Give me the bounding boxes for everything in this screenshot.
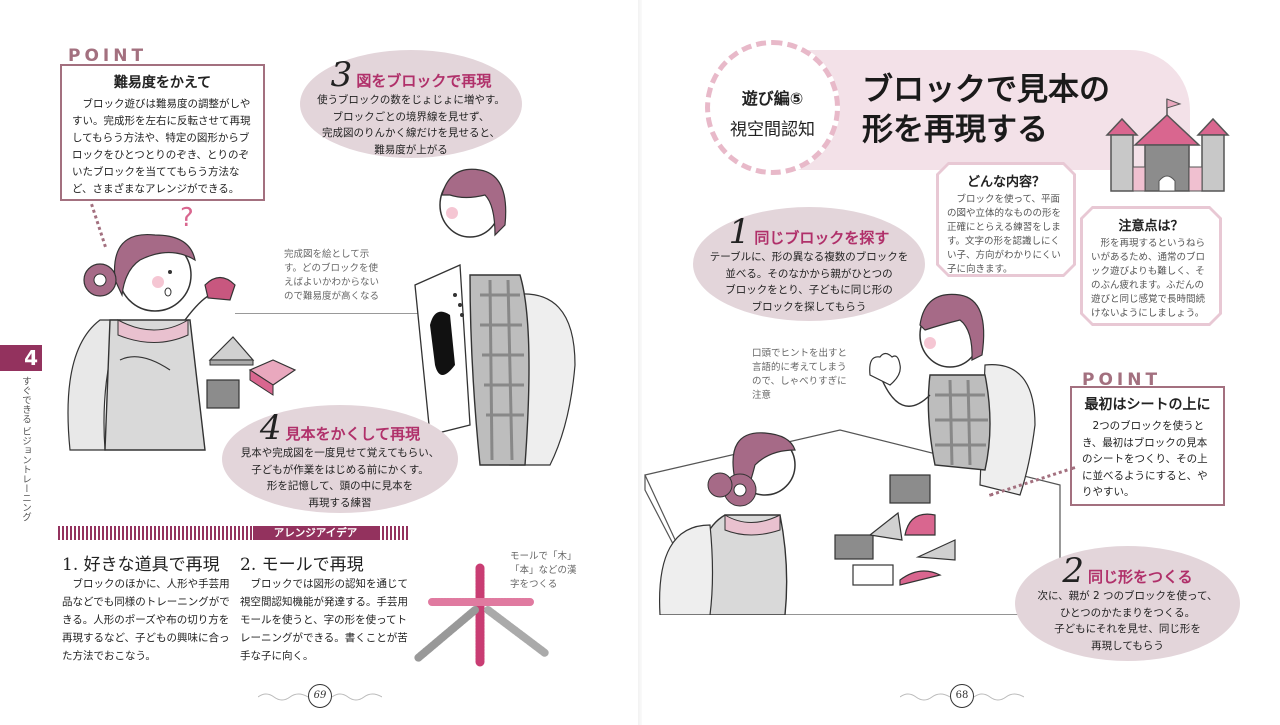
point-label-right: POINT xyxy=(1082,370,1162,390)
step4-line: 見本や完成図を一度見せて覚えてもらい、 xyxy=(240,447,440,459)
arrange-item-2-title: 2. モールで再現 xyxy=(240,555,364,575)
wave-ornament-icon xyxy=(258,693,308,701)
mole-note: モールで「木」 「本」などの漢 字をつくる xyxy=(510,550,577,592)
page-number-right: 68 xyxy=(900,684,1024,708)
pipe-cleaner-kanji-illustration xyxy=(414,563,549,667)
wave-ornament-icon xyxy=(900,693,950,701)
step3-line: ブロックごとの境界線を見せず、 xyxy=(332,110,490,123)
caution-body: 形を再現するというねらいがあるため、通常のブロック遊びよりも難しく、そのぶん疲れ… xyxy=(1091,238,1206,319)
caution-title: 注意点は？ xyxy=(1118,219,1184,234)
what-body: ブロックを使って、平面の図や立体的なものの形を正確にとらえる練習をします。文字の… xyxy=(947,194,1062,275)
step1-bubble: 1 同じブロックを探す テーブルに、形の異なる複数のブロックを 並べる。そのなか… xyxy=(693,207,925,321)
step3-line: 完成図のりんかく線だけを見せると、 xyxy=(321,127,501,139)
caution-box: 注意点は？ 形を再現するというねらいがあるため、通常のブロック遊びよりも難しく、… xyxy=(1080,206,1222,326)
note-line: 字をつくる xyxy=(510,579,558,590)
verbal-hint-note: 口頭でヒントを出すと 言語的に考えてしまう ので、しゃべりすぎに 注意 xyxy=(752,347,847,403)
step3-line: 使うブロックの数をじょじょに増やす。 xyxy=(317,94,505,106)
note-line: 「本」などの漢 xyxy=(510,565,577,576)
step3-number: 3 xyxy=(330,55,353,95)
page-number-left: 69 xyxy=(258,684,382,708)
note-line: ので、しゃべりすぎに xyxy=(752,376,847,387)
arrange-ideas-label: アレンジアイデア xyxy=(253,526,378,540)
note-leader-line xyxy=(235,313,425,314)
point-title-right: 最初はシートの上に xyxy=(1084,397,1211,413)
step1-line: ブロックをとり、子どもに同じ形の xyxy=(725,284,893,296)
castle-icon xyxy=(1105,98,1230,192)
step3-line: 難易度が上がる xyxy=(374,143,448,156)
chapter-number: 4 xyxy=(24,346,38,370)
step4-title: 見本をかくして再現 xyxy=(285,425,421,443)
arrange-item-1-body: ブロックのほかに、人形や手芸用品などでも同様のトレーニングができる。人形のポーズ… xyxy=(62,578,230,662)
book-gutter xyxy=(638,0,642,725)
point-title: 難易度をかえて xyxy=(113,75,212,91)
step2-bubble: 2 同じ形をつくる 次に、親が 2 つのブロックを使って、 ひとつのかたまりをつ… xyxy=(1015,546,1240,661)
note-line: 完成図を絵として示 xyxy=(284,249,370,260)
category-badge: 遊び編⑤ 視空間認知 xyxy=(705,40,840,175)
step2-line: 子どもにそれを見せ、同じ形を xyxy=(1054,623,1201,635)
step3-title: 図をブロックで再現 xyxy=(356,72,492,90)
note-line: 注意 xyxy=(752,390,772,401)
badge-line-1: 遊び編⑤ xyxy=(741,89,804,108)
child-illustration xyxy=(67,233,236,451)
point-body-right: 2つのブロックを使うとき、最初はブロックの見本のシートをつくり、その上に並べるよ… xyxy=(1082,420,1208,498)
point-label: POINT xyxy=(68,46,148,66)
step4-line: 子どもが作業をはじめる前にかくす。 xyxy=(251,463,429,476)
completed-figure-note: 完成図を絵として示 す。どのブロックを使 えばよいかわからない ので難易度が高く… xyxy=(284,248,379,304)
question-mark-icon: ? xyxy=(180,203,194,233)
badge-line-2: 視空間認知 xyxy=(730,120,815,140)
note-line: ので難易度が高くなる xyxy=(284,291,380,302)
arrange-item-2-body: ブロックでは図形の認知を通じて視空間認知機能が発達する。手芸用モールを使うと、字… xyxy=(240,578,408,662)
chapter-tab-label: すぐできる ビジョントレーニング xyxy=(20,376,31,522)
step4-line: 形を記憶して、頭の中に見本を xyxy=(266,480,414,492)
step4-number: 4 xyxy=(259,408,282,448)
what-box: どんな内容？ ブロックを使って、平面の図や立体的なものの形を正確にとらえる練習を… xyxy=(936,162,1076,277)
step3-bubble: 3 図をブロックで再現 使うブロックの数をじょじょに増やす。 ブロックごとの境界… xyxy=(300,50,522,158)
what-title: どんな内容？ xyxy=(966,175,1045,190)
chapter-tab: 4 xyxy=(0,345,42,371)
step1-line: ブロックを探してもらう xyxy=(751,300,867,313)
step1-line: 並べる。そのなかから親がひとつの xyxy=(725,267,893,280)
step2-line: 次に、親が 2 つのブロックを使って、 xyxy=(1037,590,1218,602)
wave-ornament-icon xyxy=(974,693,1024,701)
step4-bubble: 4 見本をかくして再現 見本や完成図を一度見せて覚えてもらい、 子どもが作業をは… xyxy=(222,405,458,513)
title-line-1: ブロックで見本の xyxy=(862,72,1110,108)
note-line: す。どのブロックを使 xyxy=(284,263,379,274)
note-line: 口頭でヒントを出すと xyxy=(752,348,848,359)
step1-title: 同じブロックを探す xyxy=(754,229,890,247)
page-title: ブロックで見本の 形を再現する xyxy=(862,70,1110,150)
step2-line: 再現してもらう xyxy=(1091,639,1164,652)
note-line: 言語的に考えてしまう xyxy=(752,362,847,373)
point-body: ブロック遊びは難易度の調整がしやすい。完成形を左右に反転させて再現してもらう方法… xyxy=(72,98,251,195)
blocks-illustration xyxy=(206,336,297,409)
point-box-sheet: 最初はシートの上に 2つのブロックを使うとき、最初はブロックの見本のシートをつく… xyxy=(1070,386,1225,506)
wave-ornament-icon xyxy=(332,693,382,701)
step2-number: 2 xyxy=(1062,551,1084,591)
table-scene-illustration xyxy=(644,293,1061,615)
step2-title: 同じ形をつくる xyxy=(1087,568,1193,586)
title-line-2: 形を再現する xyxy=(862,112,1048,148)
step4-line: 再現する練習 xyxy=(308,496,372,509)
step2-line: ひとつのかたまりをつくる。 xyxy=(1059,606,1196,619)
step1-number: 1 xyxy=(728,212,751,252)
arrange-item-1-title: 1. 好きな道具で再現 xyxy=(62,555,220,575)
note-line: えばよいかわからない xyxy=(284,277,380,288)
note-line: モールで「木」 xyxy=(510,551,577,562)
point-box-difficulty: 難易度をかえて ブロック遊びは難易度の調整がしやすい。完成形を左右に反転させて再… xyxy=(60,64,265,201)
step1-line: テーブルに、形の異なる複数のブロックを xyxy=(709,251,909,263)
page-number-circle: 69 xyxy=(308,684,332,708)
page-number-circle: 68 xyxy=(950,684,974,708)
arrange-ideas-bar: アレンジアイデア xyxy=(58,526,410,540)
adult-illustration xyxy=(414,168,576,466)
